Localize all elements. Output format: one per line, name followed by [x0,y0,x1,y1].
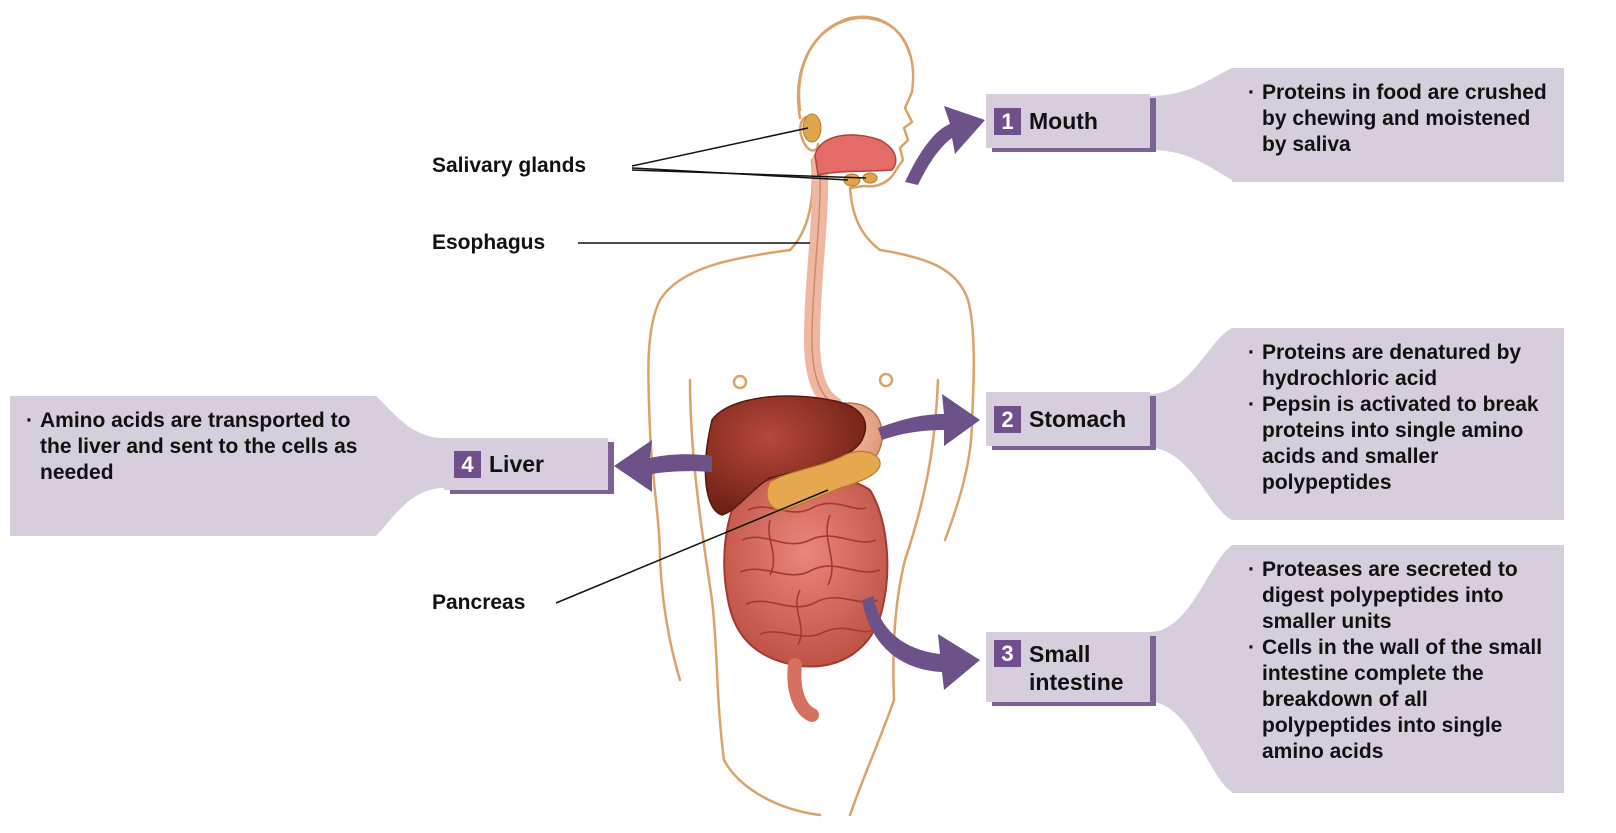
info-point: Cells in the wall of the small intestine… [1248,635,1550,765]
mouth-info-box: Proteins in food are crushed by chewing … [1232,68,1564,182]
step-label: Stomach [1029,405,1126,433]
step-label-line: Small [1029,641,1090,667]
info-point: Proteins in food are crushed by chewing … [1248,80,1550,158]
mouth-cavity [815,135,896,175]
small-intestine-info-box: Proteases are secreted to digest polypep… [1232,545,1564,793]
step-number-badge: 4 [454,451,481,478]
liver-info-box: Amino acids are transported to the liver… [10,396,376,536]
step-stomach-box: 2 Stomach [986,392,1150,446]
salivary-glands-label: Salivary glands [432,154,586,178]
pancreas-label: Pancreas [432,591,525,615]
info-point: Proteases are secreted to digest polypep… [1248,557,1550,635]
arrow-to-mouth [905,106,985,185]
esophagus [812,160,835,405]
info-point: Proteins are denatured by hydrochloric a… [1248,340,1550,392]
step-label: Liver [489,450,544,478]
step-label: Mouth [1029,107,1098,135]
step-number-badge: 3 [994,640,1021,667]
step-label: Small intestine [1029,640,1124,696]
step-mouth-box: 1 Mouth [986,94,1150,148]
step-label-line: intestine [1029,669,1124,695]
step-number-badge: 1 [994,108,1021,135]
step-number-badge: 2 [994,406,1021,433]
stomach-info-box: Proteins are denatured by hydrochloric a… [1232,328,1564,520]
info-point: Pepsin is activated to break proteins in… [1248,392,1550,496]
step-small-intestine-box: 3 Small intestine [986,632,1150,702]
info-point: Amino acids are transported to the liver… [26,408,362,486]
step-liver-box: 4 Liver [444,438,608,490]
esophagus-label: Esophagus [432,231,545,255]
arrow-to-stomach [878,394,980,446]
small-intestine [724,475,887,715]
